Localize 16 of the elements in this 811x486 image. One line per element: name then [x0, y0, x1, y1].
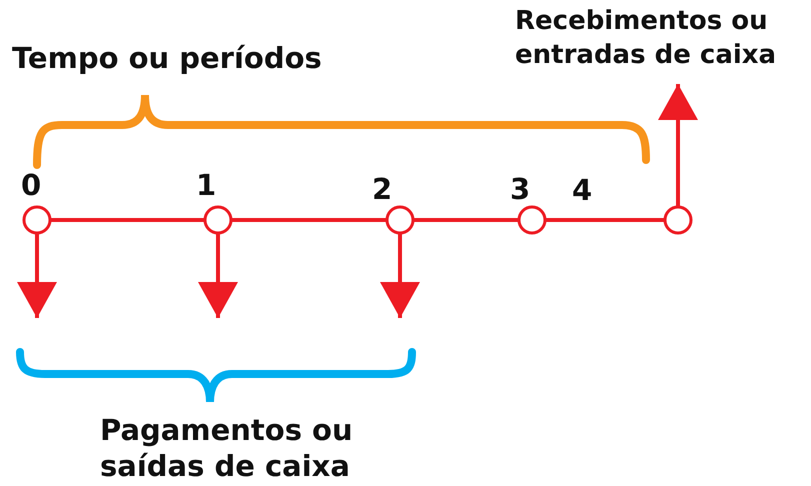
timeline-segment — [232, 218, 386, 222]
caption-text: Pagamentos ou saídas de caixa — [100, 412, 354, 484]
arrow — [17, 234, 57, 318]
period-number: 1 — [196, 170, 216, 200]
period-number: 4 — [572, 172, 594, 208]
period-number: 2 — [372, 174, 392, 204]
caption-text: Recebimentos ou entradas de caixa — [515, 5, 778, 72]
period-number: 3 — [510, 174, 530, 204]
period-number: 0 — [21, 170, 42, 200]
arrow — [658, 84, 698, 206]
arrow — [198, 234, 238, 318]
timeline-segment — [546, 218, 664, 222]
timeline-segment — [51, 218, 204, 222]
arrow — [380, 234, 420, 318]
timeline-segment — [414, 218, 518, 222]
caption-text: Tempo ou períodos — [12, 40, 323, 76]
